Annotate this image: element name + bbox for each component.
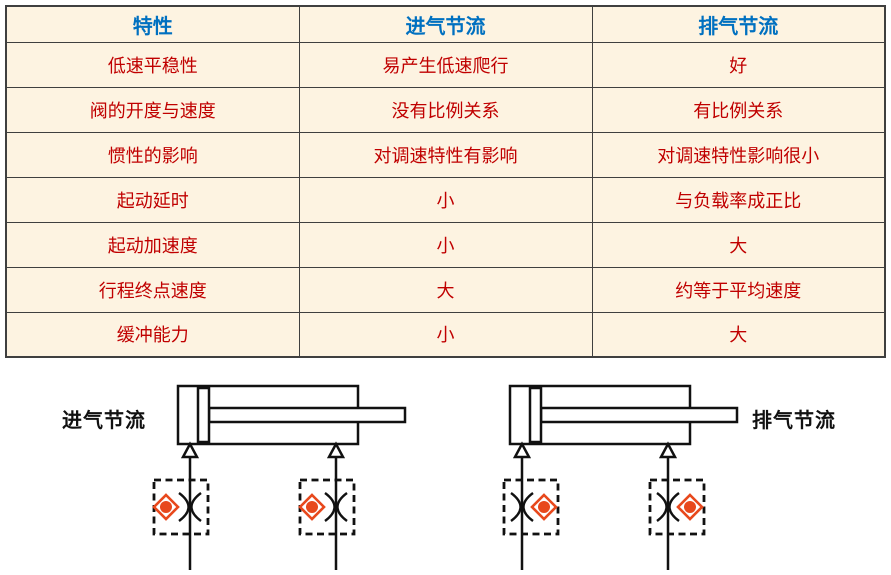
- table-cell: 小: [298, 221, 593, 268]
- table-header-cell: 进气节流: [298, 5, 593, 43]
- piston: [196, 386, 211, 444]
- table-row: 起动延时小与负载率成正比: [5, 176, 886, 223]
- port-arrow: [180, 441, 200, 459]
- table-cell: 对调速特性有影响: [298, 131, 593, 178]
- meter-in-label: 进气节流: [62, 410, 146, 432]
- table-cell: 与负载率成正比: [591, 176, 886, 223]
- table-cell: 小: [298, 176, 593, 223]
- table-cell: 大: [591, 311, 886, 358]
- throttle-icon: [324, 492, 336, 522]
- table-header-cell: 排气节流: [591, 5, 886, 43]
- throttle-icon: [656, 492, 668, 522]
- comparison-table-wrap: 特性进气节流排气节流 低速平稳性易产生低速爬行好阀的开度与速度没有比例关系有比例…: [5, 5, 886, 358]
- piston-rod: [207, 406, 407, 424]
- table-row: 阀的开度与速度没有比例关系有比例关系: [5, 86, 886, 133]
- table-cell: 有比例关系: [591, 86, 886, 133]
- table-cell: 行程终点速度: [5, 266, 300, 313]
- meter-in-circuit-diagram: [152, 384, 407, 570]
- port-arrow: [658, 441, 678, 459]
- pipe-lines: [520, 457, 670, 570]
- table-row: 行程终点速度大约等于平均速度: [5, 266, 886, 313]
- port-arrow: [326, 441, 346, 459]
- pneumatic-circuits: 进气节流: [0, 380, 891, 570]
- table-cell: 惯性的影响: [5, 131, 300, 178]
- comparison-table: 特性进气节流排气节流 低速平稳性易产生低速爬行好阀的开度与速度没有比例关系有比例…: [5, 5, 886, 358]
- meter-out-label: 排气节流: [752, 410, 836, 432]
- table-cell: 起动加速度: [5, 221, 300, 268]
- table-row: 低速平稳性易产生低速爬行好: [5, 41, 886, 88]
- port-arrow: [512, 441, 532, 459]
- table-cell: 阀的开度与速度: [5, 86, 300, 133]
- table-cell: 大: [591, 221, 886, 268]
- table-row: 惯性的影响对调速特性有影响对调速特性影响很小: [5, 131, 886, 178]
- table-header-row: 特性进气节流排气节流: [5, 5, 886, 43]
- table-cell: 对调速特性影响很小: [591, 131, 886, 178]
- table-row: 缓冲能力小大: [5, 311, 886, 358]
- table-cell: 起动延时: [5, 176, 300, 223]
- meter-out-circuit-diagram: [502, 384, 739, 570]
- pipe-lines: [188, 457, 338, 570]
- flow-control-valve: [298, 478, 356, 536]
- throttle-icon: [510, 492, 522, 522]
- table-cell: 低速平稳性: [5, 41, 300, 88]
- throttle-icon: [190, 492, 202, 522]
- table-cell: 约等于平均速度: [591, 266, 886, 313]
- table-cell: 没有比例关系: [298, 86, 593, 133]
- throttle-icon: [668, 492, 680, 522]
- cylinder: [176, 384, 407, 459]
- table-cell: 好: [591, 41, 886, 88]
- throttle-icon: [522, 492, 534, 522]
- table-body: 低速平稳性易产生低速爬行好阀的开度与速度没有比例关系有比例关系惯性的影响对调速特…: [5, 41, 886, 358]
- throttle-icon: [178, 492, 190, 522]
- flow-control-valve: [648, 478, 706, 536]
- piston: [528, 386, 543, 444]
- table-header-cell: 特性: [5, 5, 300, 43]
- table-cell: 缓冲能力: [5, 311, 300, 358]
- flow-control-valve: [502, 478, 560, 536]
- table-cell: 小: [298, 311, 593, 358]
- piston-rod: [539, 406, 739, 424]
- cylinder: [508, 384, 739, 459]
- throttle-icon: [336, 492, 348, 522]
- table-cell: 易产生低速爬行: [298, 41, 593, 88]
- flow-control-valve: [152, 478, 210, 536]
- table-row: 起动加速度小大: [5, 221, 886, 268]
- table-cell: 大: [298, 266, 593, 313]
